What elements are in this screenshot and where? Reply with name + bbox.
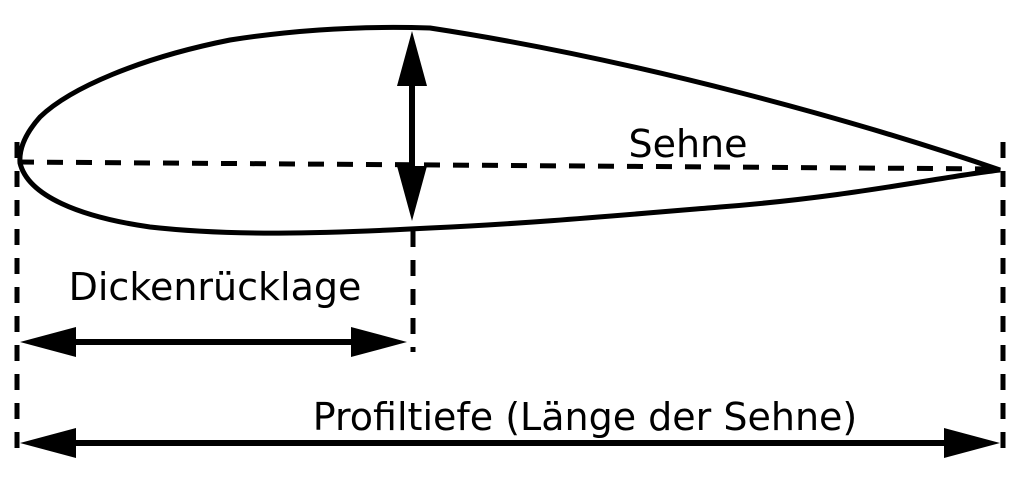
thickness-position-arrow-left-head	[20, 327, 76, 357]
chord-dashed-line	[17, 159, 1002, 172]
thickness-arrow	[397, 31, 427, 221]
chord-label: Sehne	[628, 122, 747, 166]
thickness-position-label: Dickenrücklage	[69, 265, 362, 309]
airfoil-shape	[17, 24, 1001, 236]
thickness-position-arrow-right-head	[351, 327, 407, 357]
chord-length-arrow-left-head	[20, 428, 76, 458]
chord-length-arrow	[20, 428, 1000, 458]
thickness-position-arrow	[20, 327, 407, 357]
thickness-arrow-up-head	[397, 31, 427, 86]
chord-length-label: Profiltiefe (Länge der Sehne)	[313, 395, 857, 439]
chord-length-arrow-right-head	[944, 428, 1000, 458]
thickness-arrow-down-head	[397, 166, 427, 221]
